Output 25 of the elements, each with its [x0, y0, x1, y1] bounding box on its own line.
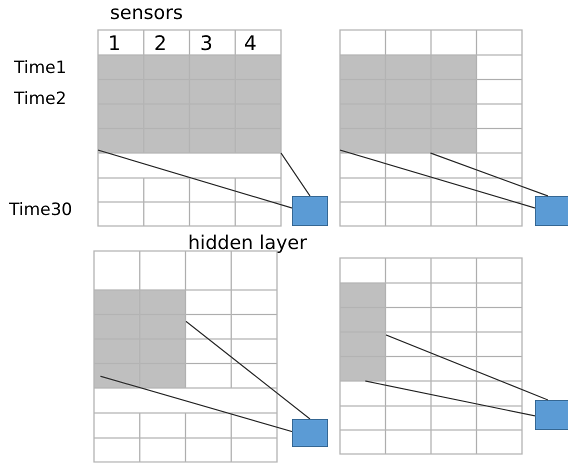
row-label: Time1	[14, 60, 66, 77]
column-number: 1	[108, 33, 121, 53]
column-number: 4	[244, 33, 257, 53]
sliding-window	[98, 55, 281, 153]
hidden-unit-square	[535, 196, 568, 226]
sliding-window	[340, 283, 386, 381]
connector-line	[386, 334, 548, 401]
connector-line	[98, 149, 292, 209]
axis-title: sensors	[110, 4, 183, 23]
hidden-unit-square	[292, 419, 328, 447]
caption-label: hidden layer	[188, 234, 307, 253]
connector-line	[365, 380, 536, 416]
connector-line	[430, 152, 548, 197]
connector-line	[186, 320, 310, 420]
hidden-unit-square	[292, 196, 328, 226]
connector-line	[340, 149, 536, 209]
connector-line	[280, 152, 310, 196]
hidden-unit-square	[535, 400, 568, 430]
sliding-window	[94, 290, 186, 388]
row-label: Time30	[9, 202, 72, 219]
row-label: Time2	[14, 91, 66, 108]
column-number: 3	[200, 33, 213, 53]
column-number: 2	[154, 33, 167, 53]
connector-line	[100, 376, 292, 432]
sliding-window	[340, 55, 477, 153]
